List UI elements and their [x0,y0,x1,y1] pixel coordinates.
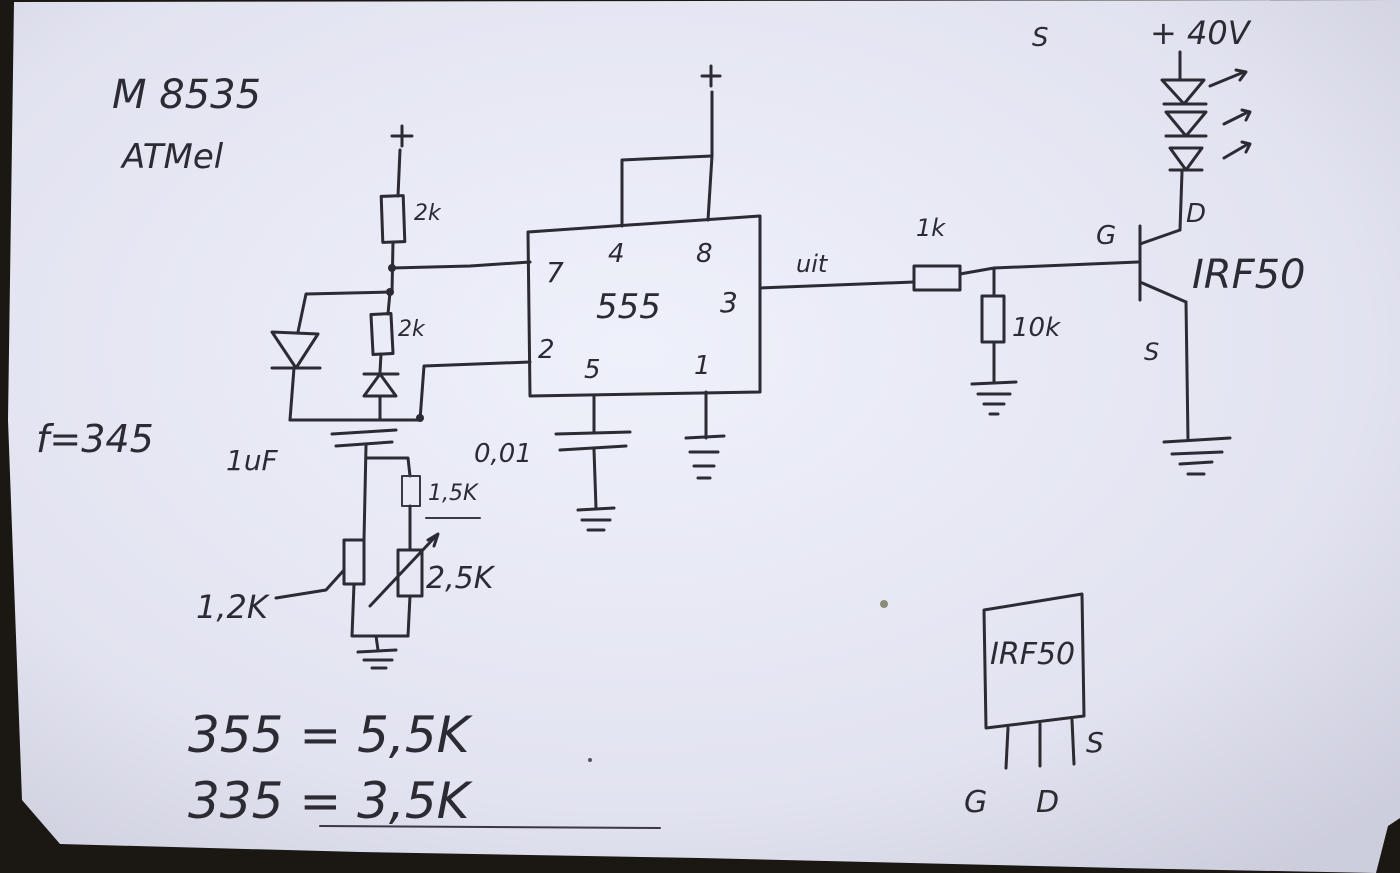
mosfet-label: IRF50 [1192,252,1306,298]
output-label: uit [796,250,829,278]
ic-supply-wiring [620,64,722,228]
ic-label: 555 [596,287,661,327]
pin-5-label: 5 [584,355,601,385]
gate-resistor-label: 1k [916,214,946,242]
control-cap-and-ground: 0,01 [474,390,726,532]
ctrl-cap-label: 0,01 [474,439,532,469]
pot-label: 2,5K [426,561,496,596]
r-base-label: 1,2K [196,588,271,626]
mosfet-irf50: G D S IRF50 [1096,170,1306,476]
supply-voltage: + 40V [1150,14,1252,52]
paper-crease [319,825,661,829]
pin-3-label: 3 [720,286,738,319]
calc-note-1: 355 = 5,5K [188,706,474,764]
gate-pin-label: G [1096,221,1116,251]
corner-mark: S [1032,23,1049,53]
pin-7-label: 7 [546,256,564,289]
cap-label: 1uF [226,444,279,477]
package-pin-g: G [964,785,987,820]
pin-2-label: 2 [538,335,555,365]
paper-smudge [880,600,888,608]
mosfet-package: IRF50 S G D [964,592,1104,820]
led-string: + 40V [1150,14,1252,172]
package-pin-d: D [1036,785,1059,820]
package-pin-s: S [1086,726,1104,759]
pin-8-label: 8 [696,239,713,269]
calc-note-2: 335 = 3,5K [188,772,474,830]
driver-stage: uit 1k 10k [758,214,1140,416]
frequency-note: f=345 [36,417,154,461]
pin-4-label: 4 [608,239,625,269]
pulldown-label: 10k [1012,313,1061,343]
package-label: IRF50 [990,637,1075,672]
brand-note: ATMel [120,137,224,177]
ic-555: 555 4 8 7 3 2 5 1 [526,214,762,398]
paper-smudge [588,758,592,762]
source-pin-label: S [1144,338,1159,366]
r2-label: 2k [398,317,426,342]
r1-label: 2k [414,201,442,226]
drain-pin-label: D [1186,199,1206,229]
timing-network: + 2k 2k 1uF 1,5K [196,124,532,670]
r-trim-label: 1,5K [428,481,479,506]
model-note: M 8535 [112,72,261,118]
pin-1-label: 1 [694,351,711,381]
